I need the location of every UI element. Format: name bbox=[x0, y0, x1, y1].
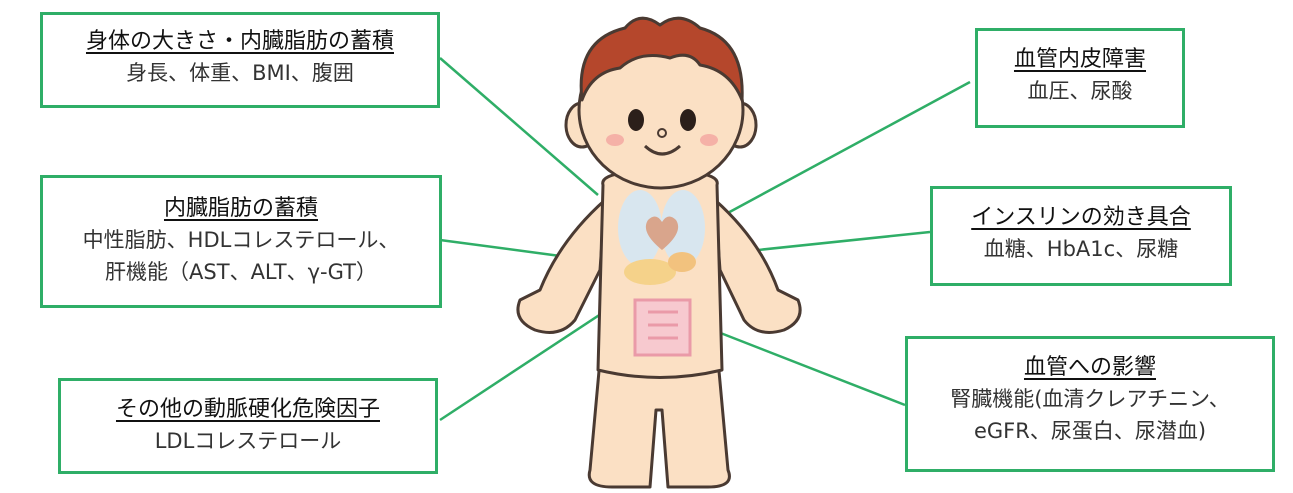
endothelial-box: 血管内皮障害 血圧、尿酸 bbox=[975, 28, 1185, 128]
box-text: 中性脂肪、HDLコレステロール、 bbox=[82, 228, 400, 252]
box-title: インスリンの効き具合 bbox=[971, 205, 1191, 230]
child-legs bbox=[587, 358, 731, 489]
heart bbox=[645, 216, 679, 250]
child-figure bbox=[516, 16, 802, 489]
connector-lines bbox=[439, 57, 971, 422]
box-text: 身長、体重、BMI、腹囲 bbox=[126, 61, 354, 85]
box-title: 内臓脂肪の蓄積 bbox=[163, 196, 318, 221]
other-risk-box: その他の動脈硬化危険因子 LDLコレステロール bbox=[58, 378, 438, 474]
connector-vascular bbox=[699, 323, 906, 407]
box-text: 血糖、HbA1c、尿糖 bbox=[983, 237, 1179, 261]
connector-endothelial bbox=[699, 80, 971, 230]
connector-body-size bbox=[439, 57, 599, 196]
box-text: 腎臓機能(血清クレアチニン、 bbox=[950, 387, 1230, 411]
visceral-fat-box: 内臓脂肪の蓄積 中性脂肪、HDLコレステロール、 肝機能（AST、ALT、γ-G… bbox=[40, 175, 442, 308]
left-lung bbox=[618, 190, 662, 266]
child-hair bbox=[579, 16, 744, 102]
left-cheek bbox=[606, 134, 624, 146]
box-text: eGFR、尿蛋白、尿潜血) bbox=[973, 418, 1207, 443]
box-text: 肝機能（AST、ALT、γ-GT） bbox=[105, 259, 377, 284]
child-face bbox=[606, 109, 718, 156]
body-size-box: 身体の大きさ・内臓脂肪の蓄積 身長、体重、BMI、腹囲 bbox=[40, 12, 440, 108]
liver bbox=[624, 259, 676, 285]
insulin-box: インスリンの効き具合 血糖、HbA1c、尿糖 bbox=[930, 186, 1232, 286]
organs bbox=[618, 190, 705, 357]
right-cheek bbox=[700, 134, 718, 146]
box-title: 血管への影響 bbox=[1023, 355, 1156, 380]
box-text: 血圧、尿酸 bbox=[1027, 79, 1133, 103]
stomach bbox=[668, 252, 696, 272]
box-title: 血管内皮障害 bbox=[1013, 47, 1146, 72]
mouth bbox=[643, 144, 681, 156]
intestines bbox=[633, 298, 692, 357]
right-lung bbox=[661, 190, 705, 266]
box-title: その他の動脈硬化危険因子 bbox=[115, 397, 380, 422]
child-right-arm bbox=[713, 198, 802, 334]
box-title: 身体の大きさ・内臓脂肪の蓄積 bbox=[85, 29, 394, 54]
box-text: LDLコレステロール bbox=[154, 429, 342, 453]
child-left-arm bbox=[516, 198, 607, 334]
vascular-effect-box: 血管への影響 腎臓機能(血清クレアチニン、 eGFR、尿蛋白、尿潜血) bbox=[905, 336, 1275, 472]
left-eye bbox=[628, 109, 644, 131]
nose bbox=[657, 128, 667, 138]
right-eye bbox=[680, 109, 696, 131]
